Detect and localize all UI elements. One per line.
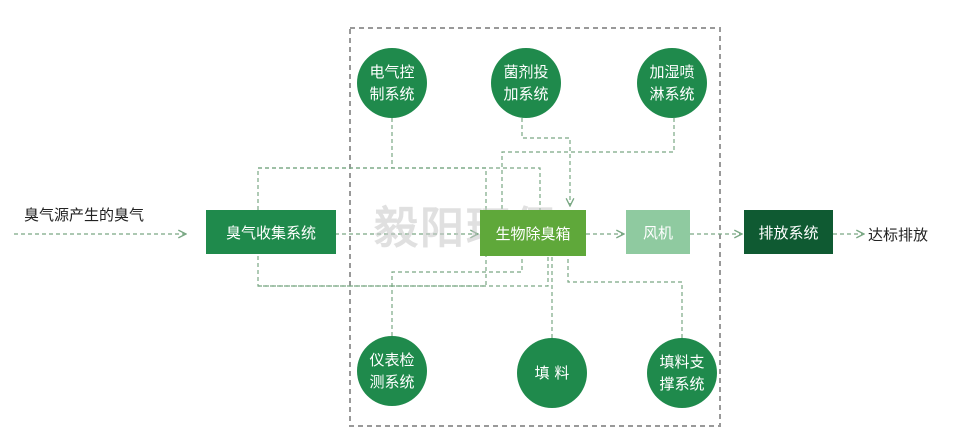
circle-instrument: 仪表检 测系统 xyxy=(357,336,427,406)
loop-bottom-collect xyxy=(257,256,487,287)
fan-box: 风机 xyxy=(626,210,690,254)
circle-line: 菌剂投 xyxy=(503,63,549,81)
circle-spray: 加湿喷 淋系统 xyxy=(637,48,707,118)
link-instrument xyxy=(391,256,523,336)
circle-filler-support: 填料支 撑系统 xyxy=(647,338,717,408)
collection-system-box: 臭气收集系统 xyxy=(206,210,336,254)
circle-electric-control: 电气控 制系统 xyxy=(357,48,427,118)
bio-deodorization-box: 生物除臭箱 xyxy=(480,210,586,256)
circle-line: 淋系统 xyxy=(649,85,695,103)
source-label: 臭气源产生的臭气 xyxy=(24,206,145,224)
circle-line: 加系统 xyxy=(503,85,549,103)
circle-line: 测系统 xyxy=(369,373,415,391)
link-spray xyxy=(501,118,675,210)
circle-line: 电气控 xyxy=(369,63,415,81)
circle-line: 加湿喷 xyxy=(649,63,695,81)
link-dosing xyxy=(521,118,570,206)
loop-bottom-collect-2 xyxy=(258,256,549,287)
circle-dosing: 菌剂投 加系统 xyxy=(491,48,561,118)
circle-line: 仪表检 xyxy=(369,351,415,369)
link-support xyxy=(567,256,683,338)
circle-line: 填料支 xyxy=(659,353,705,371)
exhaust-system-box: 排放系统 xyxy=(744,210,833,254)
system-boundary xyxy=(349,27,721,427)
circle-line: 填 料 xyxy=(534,364,570,382)
circle-filler: 填 料 xyxy=(517,338,587,408)
output-label: 达标排放 xyxy=(868,226,929,244)
circle-line: 撑系统 xyxy=(659,375,705,393)
loop-top-collect-2 xyxy=(258,167,541,210)
circle-line: 制系统 xyxy=(369,85,415,103)
